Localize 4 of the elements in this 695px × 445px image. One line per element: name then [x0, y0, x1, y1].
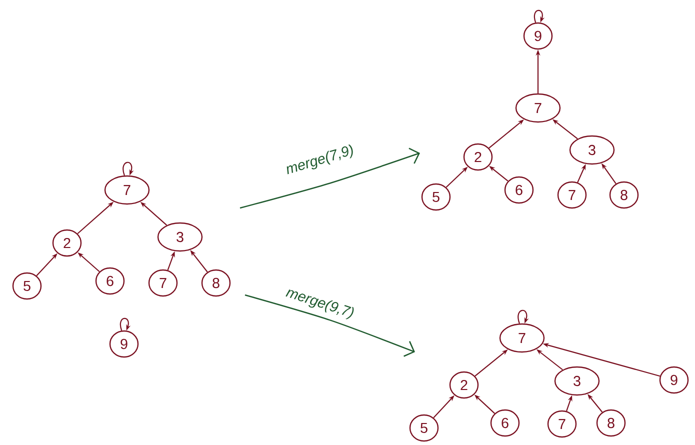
arrow	[518, 310, 529, 324]
arrow	[122, 162, 134, 176]
arrow	[534, 10, 545, 23]
arrow	[120, 318, 131, 331]
